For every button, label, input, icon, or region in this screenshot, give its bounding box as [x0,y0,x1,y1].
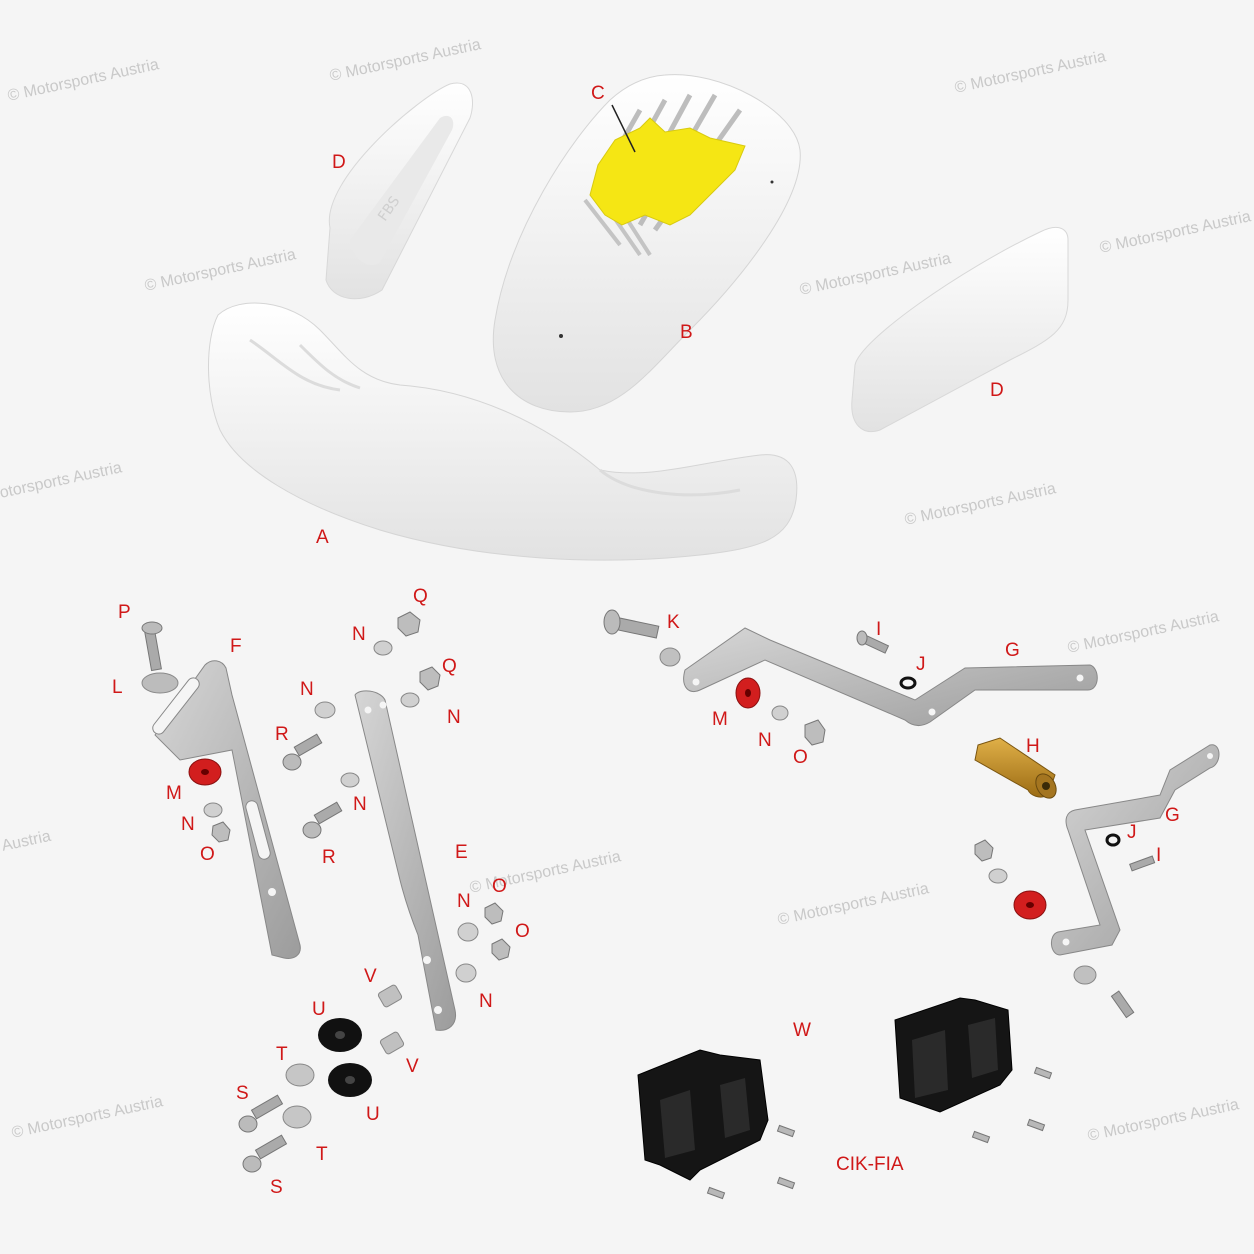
label-u-lower: U [366,1104,380,1125]
bolt-r-lower [302,801,343,839]
mount-block-right [894,997,1013,1113]
spacer-h [974,737,1057,799]
label-s-upper: S [236,1083,249,1104]
spacer-v-upper [377,984,403,1008]
label-o: O [492,876,507,897]
label-g-lower: G [1165,805,1180,826]
bracket-g-upper [683,627,1098,727]
label-n: N [758,730,772,751]
label-v-upper: V [364,966,377,987]
label-m-left: M [166,783,182,804]
washer-l [141,672,179,694]
bracket-g-lower [1051,744,1220,956]
bracket-e [354,690,457,1031]
label-o: O [793,747,808,768]
label-j-lower: J [1127,822,1137,843]
bolt-i-lower [1129,855,1156,872]
mount-block-left [637,1049,769,1181]
label-p: P [118,602,131,623]
label-i-upper: I [876,619,882,640]
label-t-lower: T [316,1144,328,1165]
number-plate [589,104,746,226]
bolt-rear-lower [1110,990,1135,1019]
label-d-right: D [990,380,1004,401]
label-h: H [1026,736,1040,757]
label-v-lower: V [406,1056,419,1077]
hardware [141,609,1156,1200]
label-m-mid: M [712,709,728,730]
label-n: N [300,679,314,700]
rubber-block-u-lower [328,1063,372,1097]
label-q-top: Q [413,586,428,607]
bolt-i-upper [856,630,890,654]
label-n: N [457,891,471,912]
label-f: F [230,636,242,657]
label-t-upper: T [276,1044,288,1065]
label-b: B [680,322,693,343]
bolt-s-upper [238,1094,284,1133]
label-j-upper: J [916,654,926,675]
label-r-upper: R [275,724,289,745]
washer-t-lower [282,1105,312,1129]
label-i-lower: I [1156,845,1162,866]
label-l: L [112,677,123,698]
label-e: E [455,842,468,863]
label-g-upper: G [1005,640,1020,661]
label-n: N [479,991,493,1012]
label-d-left: D [332,152,346,173]
front-spoiler [208,302,798,561]
rubber-block-u-upper [318,1018,362,1052]
homologation-label: CIK-FIA [836,1154,904,1175]
label-s-lower: S [270,1177,283,1198]
label-k: K [667,612,680,633]
bracket-f [152,660,301,959]
label-w: W [793,1020,811,1041]
label-n: N [353,794,367,815]
side-pad-right [851,227,1069,432]
washer-k [659,647,681,667]
label-r-lower: R [322,847,336,868]
label-n: N [181,814,195,835]
bolt-k [603,609,660,639]
spacer-v-lower [379,1031,405,1055]
o-ring-j-upper [899,676,917,690]
label-n: N [447,707,461,728]
label-a: A [316,527,329,548]
bolt-r-upper [282,733,323,771]
washer-t-upper [285,1063,315,1087]
label-n: N [352,624,366,645]
rubber-washer-m-mid [735,677,761,709]
label-u-upper: U [312,999,326,1020]
o-ring-j-lower [1105,833,1121,847]
bolt-s-lower [242,1134,288,1173]
label-q: Q [442,656,457,677]
rubber-washer-m-right [1013,890,1047,920]
bolt-p [141,621,163,672]
label-o: O [200,844,215,865]
label-c: C [591,83,605,104]
rubber-washer-m-left [188,758,222,786]
side-pad-left: FBS [325,82,473,300]
label-o: O [515,921,530,942]
